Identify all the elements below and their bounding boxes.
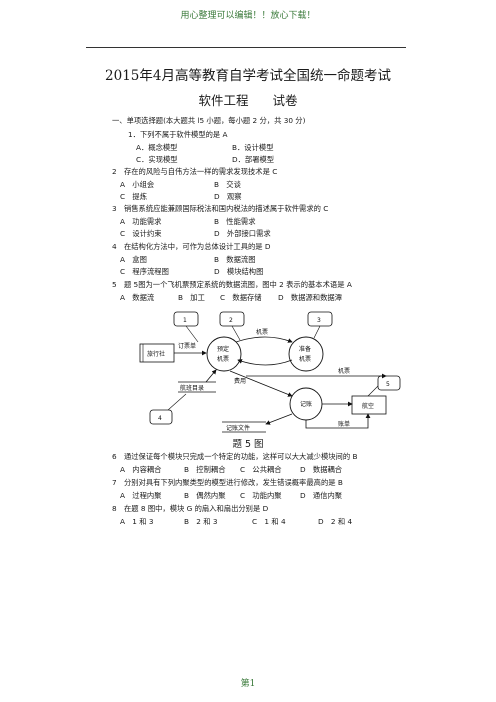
- exam-subtitle: 软件工程 试卷: [0, 90, 496, 109]
- q2-option-c: C 提炼: [120, 192, 147, 201]
- dataflow-diagram: 1 2 3 4 5 旅行社 预定 机票 准备 机票: [139, 311, 401, 433]
- q3-option-b: B 性能需求: [214, 217, 256, 226]
- flow-fee: 费用: [229, 370, 293, 397]
- flow-schedule-to-booking: [205, 369, 217, 383]
- header-rule: [86, 47, 406, 48]
- q5-option-d: D 数据源和数据潭: [278, 293, 342, 302]
- question-2: 2 存在的风险与自伟方法一样的需求发现技术是 C: [112, 167, 278, 176]
- svg-text:2: 2: [229, 317, 233, 324]
- svg-text:记账文件: 记账文件: [226, 424, 250, 432]
- flow-ticket: 机票: [235, 328, 293, 343]
- process-prepare-ticket: 准备 机票: [288, 336, 324, 372]
- paper-label: 试卷: [272, 93, 298, 108]
- question-6: 6 通过保证每个模块只完成一个特定的功能，这样可以大大减少模块间的 B: [112, 452, 358, 461]
- q7-option-a: A 过程内聚: [120, 491, 162, 500]
- process-booking: 预定 机票: [206, 336, 242, 372]
- svg-text:预定: 预定: [217, 345, 229, 353]
- q6-option-d: D 数据耦合: [300, 465, 343, 474]
- svg-text:航班目录: 航班目录: [180, 384, 204, 392]
- q6-option-b: B 控制耦合: [184, 465, 226, 474]
- svg-text:1: 1: [183, 317, 187, 324]
- q7-option-b: B 偶然内聚: [184, 491, 226, 500]
- diagram-caption: 题 5 图: [232, 439, 264, 450]
- flow-order: 订票单: [174, 342, 207, 356]
- q4-option-d: D 模块结构图: [214, 267, 264, 276]
- q2-option-a: A 小组会: [120, 180, 155, 189]
- q8-option-a: A 1 和 3: [120, 517, 154, 526]
- q5-option-b: B 加工: [178, 293, 205, 302]
- question-7: 7 分别对具有下列内聚类型的模型进行修改，发生错误概率最高的是 B: [112, 478, 343, 487]
- svg-text:4: 4: [158, 415, 162, 422]
- svg-text:订票单: 订票单: [178, 342, 196, 350]
- process-record: 记账: [289, 387, 323, 421]
- svg-text:费用: 费用: [234, 377, 246, 385]
- flow-bill: 账单: [305, 413, 371, 429]
- svg-text:航空: 航空: [362, 402, 374, 410]
- svg-text:旅行社: 旅行社: [147, 350, 165, 358]
- q6-option-c: C 公共耦合: [240, 465, 282, 474]
- entity-travel-agency: 旅行社: [139, 343, 175, 363]
- q8-option-c: C 1 和 4: [252, 517, 286, 526]
- q8-option-d: D 2 和 4: [318, 517, 353, 526]
- callout-5: 5: [365, 375, 401, 399]
- q4-option-a: A 盒图: [120, 255, 147, 264]
- store-accounting-file: 记账文件: [222, 421, 266, 433]
- store-flight-schedule: 航班目录: [178, 381, 216, 393]
- question-5: 5 题 5图为一个飞机票预定系统的数据流图，图中 2 表示的基本术语是 A: [112, 280, 352, 289]
- q7-option-c: C 功能内聚: [240, 491, 282, 500]
- q8-option-b: B 2 和 3: [184, 517, 218, 526]
- svg-text:准备: 准备: [299, 345, 311, 353]
- question-3: 3 销售系统应能兼顾国际税法和国内税法的描述属于软件需求的 C: [112, 204, 329, 213]
- q1-option-b: B．设计模型: [232, 143, 274, 152]
- svg-text:账单: 账单: [338, 420, 350, 428]
- callout-3: 3: [307, 311, 333, 339]
- q2-option-d: D 观察: [214, 192, 242, 201]
- q1-option-c: C．实现模型: [136, 155, 178, 164]
- entity-airline: 航空: [351, 395, 387, 415]
- question-1: 1．下列不属于软件模型的是 A: [128, 130, 228, 139]
- q6-option-a: A 内容耦合: [120, 465, 162, 474]
- svg-text:5: 5: [386, 381, 390, 388]
- q1-option-a: A．概念模型: [136, 143, 178, 152]
- question-8: 8 在题 8 图中，模块 G 的扇入和扇出分别是 D: [112, 504, 269, 513]
- svg-text:机票: 机票: [338, 367, 350, 375]
- svg-text:记账: 记账: [300, 400, 312, 408]
- subject-name: 软件工程: [198, 93, 249, 108]
- q4-option-b: B 数据流图: [214, 255, 256, 264]
- callout-4: 4: [149, 393, 187, 425]
- callout-2: 2: [219, 311, 245, 341]
- flow-flight-ticket: 机票: [246, 367, 387, 379]
- q3-option-a: A 功能需求: [120, 217, 162, 226]
- question-4: 4 在结构化方法中，可作为总体设计工具的是 D: [112, 242, 271, 251]
- q3-option-d: D 外部接口需求: [214, 229, 271, 238]
- section-heading: 一、单项选择题(本大题共 l5 小题，每小题 2 分，共 30 分): [112, 116, 306, 125]
- q5-option-c: C 数据存储: [220, 293, 262, 302]
- page-number: 第1: [240, 679, 256, 689]
- callout-1: 1: [173, 311, 199, 343]
- svg-text:机票: 机票: [217, 355, 229, 363]
- q1-option-d: D．部署模型: [232, 155, 275, 164]
- q3-option-c: C 设计约束: [120, 229, 162, 238]
- flow-record-to-file: [265, 413, 293, 425]
- q2-option-b: B 交谈: [214, 180, 241, 189]
- flow-return-ticket: [237, 359, 293, 366]
- svg-text:3: 3: [317, 317, 321, 324]
- svg-text:机票: 机票: [256, 328, 268, 336]
- exam-title: 2015年4月高等教育自学考试全国统一命题考试: [105, 68, 391, 84]
- q7-option-d: D 通信内聚: [300, 491, 343, 500]
- svg-text:机票: 机票: [299, 355, 311, 363]
- q5-option-a: A 数据流: [120, 293, 155, 302]
- q4-option-c: C 程序流程图: [120, 267, 169, 276]
- header-note: 用心整理可以编辑！！放心下载！: [180, 11, 316, 21]
